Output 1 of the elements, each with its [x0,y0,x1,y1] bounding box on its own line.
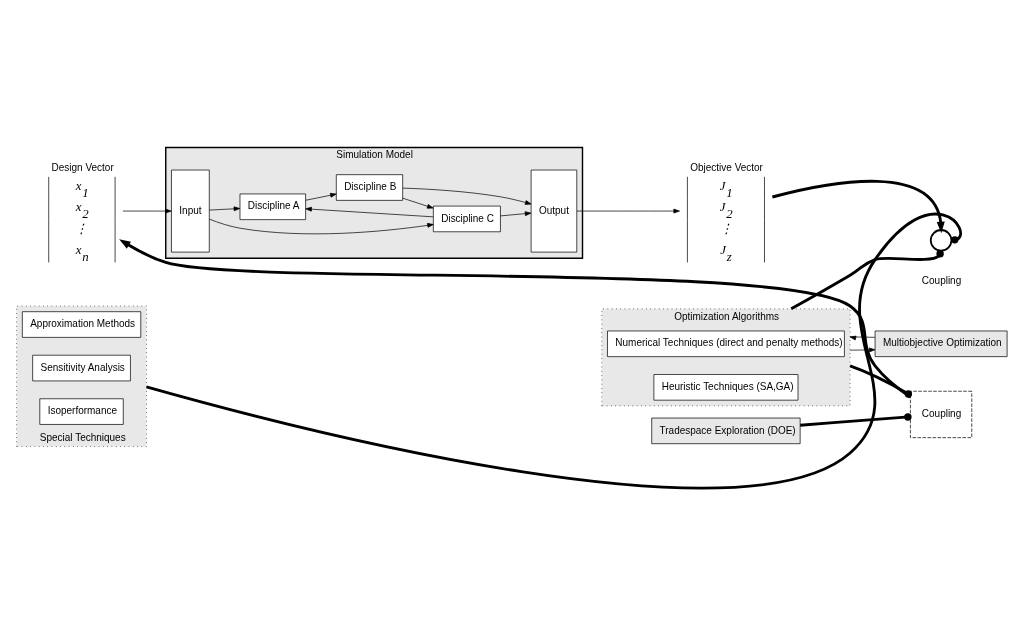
node-label: Coupling [921,275,962,287]
